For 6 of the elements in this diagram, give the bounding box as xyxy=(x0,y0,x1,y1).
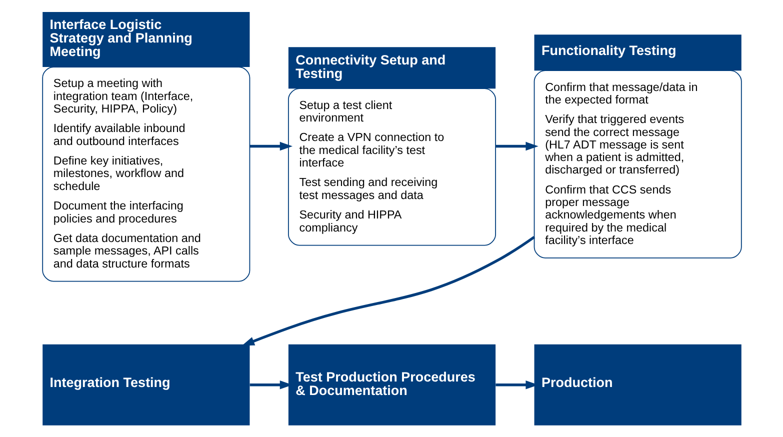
arrow xyxy=(249,142,292,151)
arrow xyxy=(241,236,535,346)
arrow xyxy=(495,142,538,151)
node-box: Integration Testing xyxy=(42,344,250,426)
node-box: Production xyxy=(534,344,741,426)
node-box: Test Production Procedures & Documentation xyxy=(288,344,496,426)
